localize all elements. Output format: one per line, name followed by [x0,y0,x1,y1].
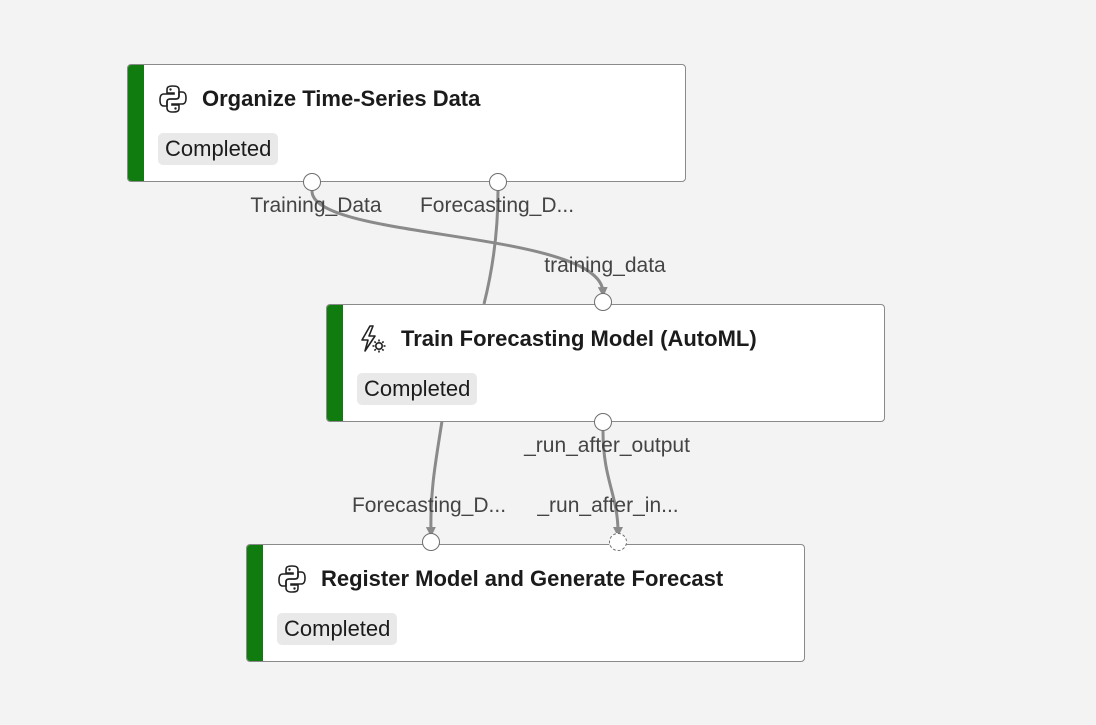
node-title: Register Model and Generate Forecast [321,566,724,591]
output-port-training-data[interactable] [303,173,321,191]
automl-icon [357,324,387,354]
port-label-run-after-input: _run_after_in... [537,494,679,517]
node-title: Train Forecasting Model (AutoML) [401,326,757,351]
status-stripe [128,65,144,181]
node-train-forecasting-model[interactable]: Train Forecasting Model (AutoML) Complet… [326,304,885,422]
input-port-run-after[interactable] [609,533,627,551]
python-icon [158,84,188,114]
output-port-run-after[interactable] [594,413,612,431]
status-stripe [327,305,343,421]
status-badge: Completed [158,133,279,165]
port-label-run-after-output: _run_after_output [524,434,690,457]
input-port-training-data[interactable] [594,293,612,311]
status-badge: Completed [277,613,398,645]
node-register-model-generate-forecast[interactable]: Register Model and Generate Forecast Com… [246,544,805,662]
status-stripe [247,545,263,661]
port-label-training-data: Training_Data [250,194,382,217]
status-badge: Completed [357,373,478,405]
python-icon [277,564,307,594]
port-label-forecasting-data: Forecasting_D... [419,194,575,217]
node-title: Organize Time-Series Data [202,86,481,111]
port-label-training-data-input: training_data [544,254,666,277]
output-port-forecasting-data[interactable] [489,173,507,191]
port-label-forecasting-data-input: Forecasting_D... [351,494,507,517]
node-organize-time-series-data[interactable]: Organize Time-Series Data Completed [127,64,686,182]
input-port-forecasting-data[interactable] [422,533,440,551]
